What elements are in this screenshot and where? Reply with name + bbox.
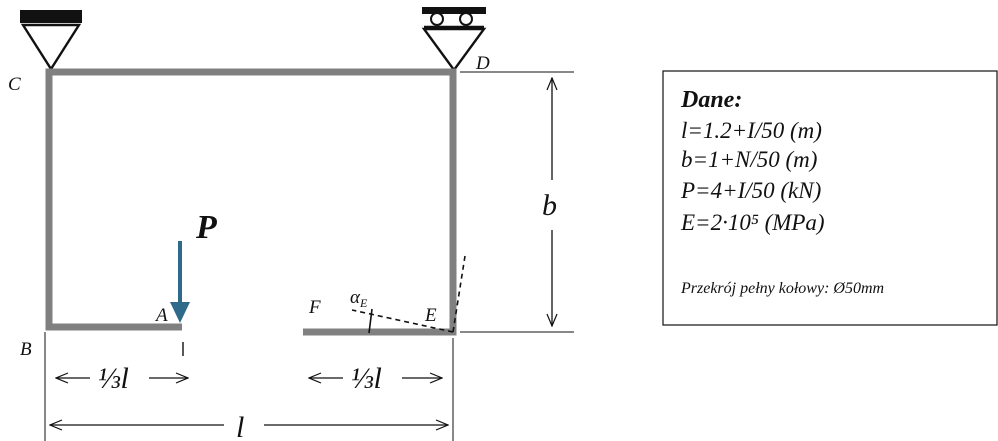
given-data-box: Dane: l=1.2+I/50 (m) b=1+N/50 (m) P=4+I/… [662, 70, 998, 326]
dimension-b [460, 71, 574, 333]
label-b: B [20, 339, 32, 360]
label-f: F [308, 297, 321, 318]
frame-member-bcdE [45, 68, 457, 336]
label-dim-b: b [542, 189, 557, 222]
label-e: E [424, 305, 437, 326]
given-line-b: b=1+N/50 (m) [681, 147, 817, 172]
load-arrow [170, 241, 190, 323]
label-c: C [8, 74, 21, 95]
given-title: Dane: [680, 87, 742, 113]
dimension-l [44, 332, 454, 441]
label-alpha-e: αE [350, 287, 368, 310]
label-d: D [475, 53, 490, 74]
rotation-angle-lines [351, 255, 466, 334]
roller-support-d [421, 7, 487, 73]
section-description: Przekrój pełny kołowy: Ø50mm [680, 280, 884, 297]
label-a: A [154, 305, 168, 326]
label-third-left: ⅓l [98, 362, 129, 395]
given-line-p: P=4+I/50 (kN) [680, 178, 821, 203]
pin-support-c [20, 10, 82, 72]
given-line-e: E=2·10⁵ (MPa) [680, 210, 825, 235]
frame [45, 68, 457, 336]
label-p: P [195, 209, 217, 246]
label-third-right: ⅓l [351, 362, 382, 395]
label-dim-l: l [236, 411, 244, 441]
given-line-l: l=1.2+I/50 (m) [681, 118, 822, 143]
